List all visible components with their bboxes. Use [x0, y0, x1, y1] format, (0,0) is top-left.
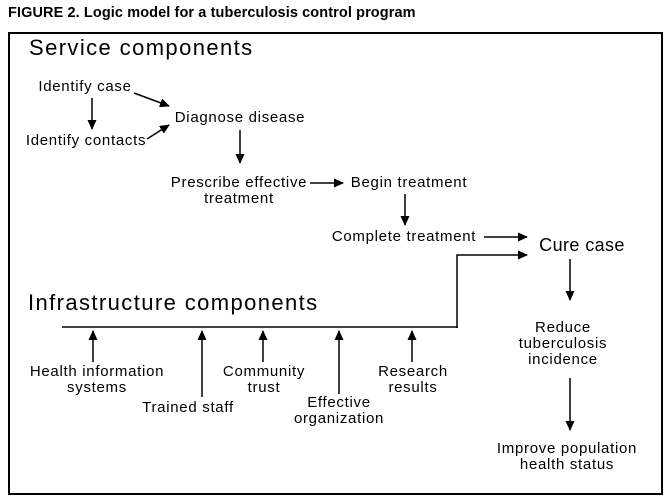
node-identify-contacts: Identify contacts	[25, 132, 147, 149]
infrastructure-components-heading: Infrastructure components	[28, 290, 319, 315]
node-trained-staff: Trained staff	[142, 399, 234, 416]
node-research-results: Research results	[378, 363, 448, 396]
figure-title: FIGURE 2. Logic model for a tuberculosis…	[8, 5, 416, 21]
node-improve-population-health-status: Improve population health status	[496, 440, 638, 473]
node-cure-case: Cure case	[539, 235, 625, 255]
node-reduce-tuberculosis-incidence: Reduce tuberculosis incidence	[518, 319, 608, 368]
node-complete-treatment: Complete treatment	[331, 228, 477, 245]
node-diagnose-disease: Diagnose disease	[174, 109, 306, 126]
figure-frame	[8, 32, 663, 495]
node-begin-treatment: Begin treatment	[350, 174, 468, 191]
node-prescribe-effective-treatment: Prescribe effective treatment	[170, 174, 308, 207]
service-components-heading: Service components	[29, 35, 254, 60]
node-health-information-systems: Health information systems	[29, 363, 165, 396]
node-effective-organization: Effective organization	[293, 394, 385, 427]
node-identify-case: Identify case	[38, 78, 132, 95]
node-community-trust: Community trust	[222, 363, 306, 396]
